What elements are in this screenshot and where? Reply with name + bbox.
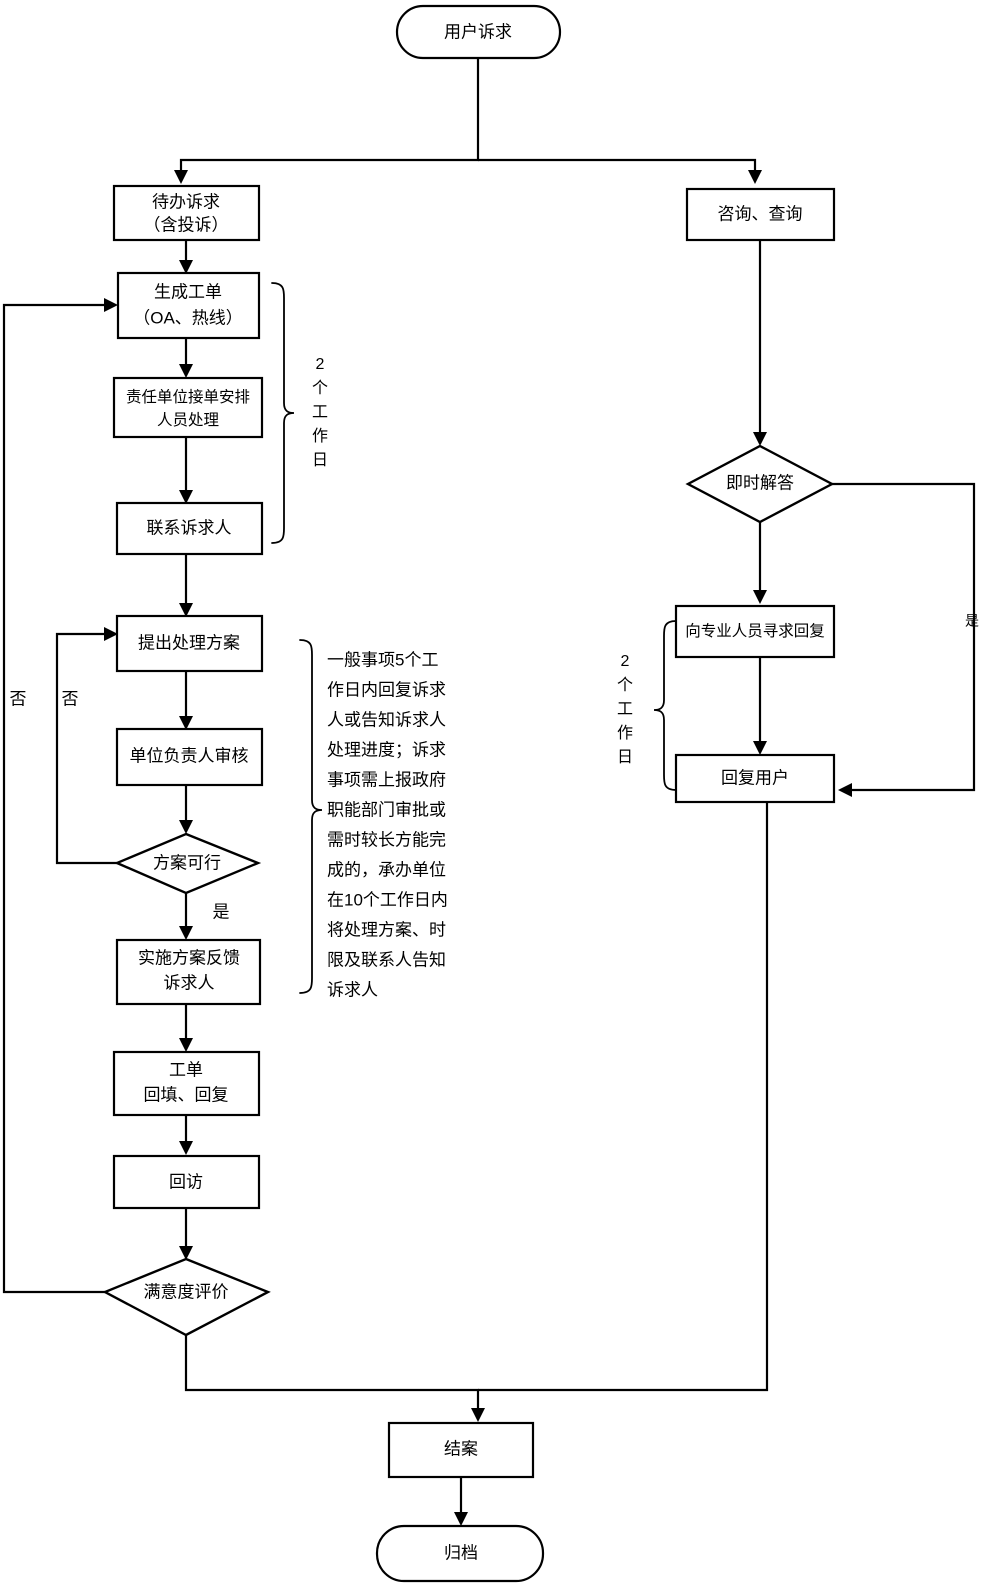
node-reply-user[interactable]: 回复用户 [674, 753, 836, 804]
brace-left-two-days: 2 个 工 作 日 [271, 282, 328, 544]
node-archive-label: 归档 [444, 1543, 478, 1562]
edge-implement-to-ticketfill [179, 1004, 193, 1052]
node-generate-ticket-line2: （OA、热线） [133, 308, 243, 327]
edge-feasible-no-loop [55, 627, 118, 865]
annotation-text: 一般事项5个工 作日内回复诉求 人或告知诉求人 处理进度；诉求 事项需上报政府 … [327, 650, 448, 999]
node-contact-requester-label: 联系诉求人 [147, 518, 232, 537]
node-satisfaction[interactable]: 满意度评价 [102, 1257, 271, 1337]
edge-feasible-yes [179, 893, 193, 940]
node-close-case[interactable]: 结案 [387, 1421, 535, 1479]
annotation-line-6: 需时较长方能完 [327, 830, 446, 849]
node-leader-review[interactable]: 单位负责人审核 [115, 727, 264, 787]
node-ticket-fill-reply-line2: 回填、回复 [144, 1085, 229, 1104]
node-propose-plan-label: 提出处理方案 [138, 633, 240, 652]
brace-right-label-3: 作 [617, 724, 633, 742]
node-consult-query[interactable]: 咨询、查询 [685, 187, 836, 242]
annotation-line-7: 成的，承办单位 [327, 860, 446, 879]
node-pending-request[interactable]: 待办诉求 （含投诉） [112, 184, 261, 242]
node-follow-up-label: 回访 [169, 1172, 203, 1191]
node-assign-staff-line2: 人员处理 [157, 411, 219, 429]
annotation-line-1: 作日内回复诉求 [327, 680, 446, 699]
edge-label-yes-instant: 是 [965, 613, 979, 629]
node-implement-feedback[interactable]: 实施方案反馈 诉求人 [115, 938, 262, 1006]
brace-left-label-3: 作 [312, 427, 328, 445]
node-satisfaction-label: 满意度评价 [144, 1282, 229, 1301]
annotation-line-2: 人或告知诉求人 [327, 710, 446, 729]
edge-review-to-feasible [179, 785, 193, 834]
annotation-line-8: 在10个工作日内 [327, 890, 448, 909]
brace-left-label-1: 个 [312, 379, 328, 397]
annotation-line-3: 处理进度；诉求 [327, 740, 446, 759]
edge-consult-to-instant [753, 240, 767, 446]
brace-right-label-2: 工 [617, 701, 633, 718]
node-implement-feedback-line1: 实施方案反馈 [138, 948, 240, 967]
brace-right-label-1: 个 [617, 676, 633, 694]
node-close-case-label: 结案 [444, 1439, 478, 1458]
edge-label-yes-plan: 是 [213, 902, 230, 921]
node-pending-request-line2: （含投诉） [144, 215, 229, 234]
node-reply-user-label: 回复用户 [721, 768, 789, 787]
node-ticket-fill-reply-line1: 工单 [169, 1060, 203, 1079]
brace-left-label-0: 2 [316, 356, 325, 373]
node-start-label: 用户诉求 [444, 22, 512, 41]
node-instant-answer[interactable]: 即时解答 [685, 444, 835, 524]
edge-propose-to-review [179, 671, 193, 730]
edge-followup-to-satisfaction [179, 1208, 193, 1260]
edge-label-no-inner: 否 [62, 689, 79, 708]
brace-left-label-4: 日 [312, 452, 328, 469]
annotation-line-0: 一般事项5个工 [327, 650, 438, 669]
edge-label-no-outer: 否 [10, 689, 27, 708]
brace-right-two-days: 2 个 工 作 日 [617, 620, 677, 791]
annotation-line-10: 限及联系人告知 [327, 950, 446, 969]
node-pending-request-line1: 待办诉求 [152, 192, 220, 211]
node-seek-expert-label: 向专业人员寻求回复 [685, 622, 825, 640]
node-generate-ticket-line1: 生成工单 [154, 282, 222, 301]
edge-close-to-archive [454, 1477, 468, 1526]
brace-right-label-4: 日 [617, 749, 633, 766]
brace-left-label-2: 工 [312, 404, 328, 421]
node-start[interactable]: 用户诉求 [395, 4, 562, 60]
edge-contact-to-propose [179, 554, 193, 617]
edge-pending-to-generate [179, 240, 193, 274]
edge-assign-to-contact [179, 437, 193, 504]
edge-satisfaction-to-close [184, 1335, 485, 1422]
node-implement-feedback-line2: 诉求人 [164, 973, 215, 992]
node-plan-feasible-label: 方案可行 [153, 853, 221, 872]
node-generate-ticket[interactable]: 生成工单 （OA、热线） [116, 271, 261, 340]
node-ticket-fill-reply[interactable]: 工单 回填、回复 [112, 1050, 261, 1117]
annotation-brace [299, 639, 323, 994]
annotation-line-5: 职能部门审批或 [327, 800, 446, 819]
edge-instant-yes-to-reply [832, 482, 976, 797]
edge-seekexpert-to-reply [753, 657, 767, 755]
annotation-line-4: 事项需上报政府 [327, 770, 446, 789]
annotation-line-11: 诉求人 [327, 980, 378, 999]
node-propose-plan[interactable]: 提出处理方案 [115, 614, 264, 673]
edge-satisfaction-no-loop [2, 298, 118, 1294]
node-instant-answer-label: 即时解答 [726, 473, 794, 492]
node-plan-feasible[interactable]: 方案可行 [113, 832, 262, 895]
annotation-line-9: 将处理方案、时 [327, 920, 446, 939]
edge-instant-to-seekexpert [753, 522, 767, 604]
node-assign-staff[interactable]: 责任单位接单安排 人员处理 [112, 376, 264, 439]
node-consult-query-label: 咨询、查询 [718, 204, 803, 223]
node-assign-staff-line1: 责任单位接单安排 [126, 388, 250, 406]
edge-ticketfill-to-followup [179, 1115, 193, 1155]
brace-right-label-0: 2 [621, 653, 630, 670]
edge-start-split [174, 58, 762, 184]
node-leader-review-label: 单位负责人审核 [130, 746, 249, 765]
node-archive[interactable]: 归档 [375, 1524, 545, 1583]
node-follow-up[interactable]: 回访 [112, 1154, 261, 1210]
edge-reply-to-close [478, 802, 769, 1392]
node-contact-requester[interactable]: 联系诉求人 [115, 501, 264, 556]
edge-generate-to-assign [179, 338, 193, 378]
node-seek-expert[interactable]: 向专业人员寻求回复 [674, 604, 836, 659]
